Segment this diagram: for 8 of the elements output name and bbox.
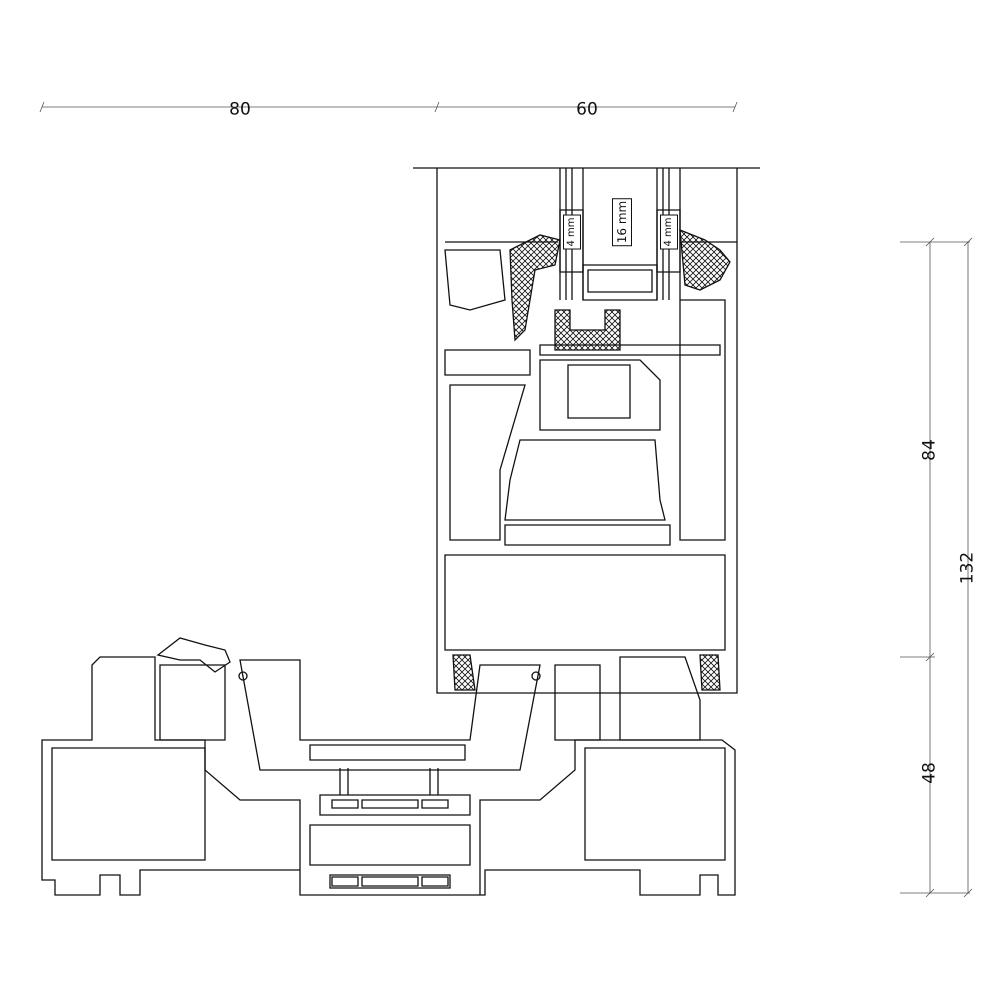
dimension-value: 80	[229, 102, 251, 118]
dimension-value: 84	[922, 439, 938, 461]
thickness-label: 16 mm	[612, 198, 632, 246]
dimension-value: 48	[922, 762, 938, 784]
dimension-value: 132	[960, 552, 976, 584]
thickness-label: 4 mm	[660, 214, 678, 250]
dimension-value: 60	[576, 102, 598, 118]
thickness-label: 4 mm	[563, 214, 581, 250]
